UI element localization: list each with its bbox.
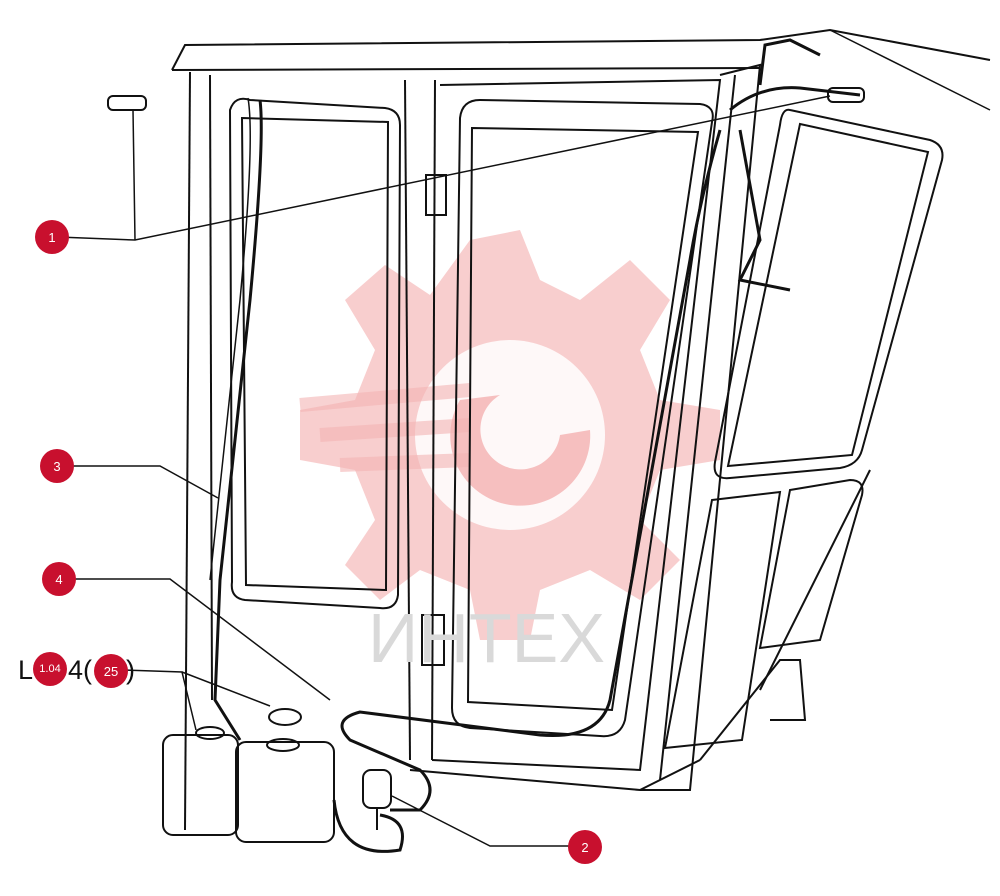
watermark-text: ИНТЕХ bbox=[368, 599, 606, 677]
part-code-prefix: L bbox=[18, 655, 34, 685]
callout-2[interactable]: 2 bbox=[568, 830, 602, 864]
callout-3[interactable]: 3 bbox=[40, 449, 74, 483]
callout-1[interactable]: 1 bbox=[35, 220, 69, 254]
part-code-middle: 4( bbox=[68, 655, 93, 685]
callout-1-04[interactable]: 1.04 bbox=[33, 652, 67, 686]
part-code-suffix: ) bbox=[126, 655, 135, 685]
callout-4[interactable]: 4 bbox=[42, 562, 76, 596]
callout-25[interactable]: 25 bbox=[94, 654, 128, 688]
